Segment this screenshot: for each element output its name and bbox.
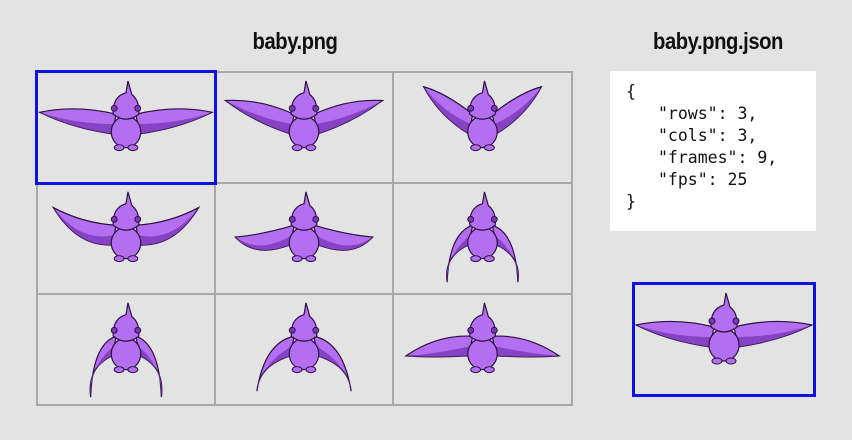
sprite-frame-1[interactable] — [38, 73, 216, 184]
creature-sprite-5 — [234, 191, 374, 263]
creature-sprite-7 — [89, 302, 163, 398]
creature-sprite-3 — [422, 80, 543, 152]
sprite-sheet-grid — [36, 71, 573, 406]
sprite-sheet-title: baby.png — [252, 28, 338, 54]
creature-sprite-6 — [446, 191, 519, 283]
sprite-frame-7[interactable] — [38, 295, 216, 404]
json-line-rows: "rows": 3, — [658, 104, 758, 123]
json-line-cols: "cols": 3, — [658, 126, 758, 145]
json-line-fps: "fps": 25 — [658, 170, 748, 189]
creature-sprite-1 — [38, 80, 214, 152]
sprite-frame-4[interactable] — [38, 184, 216, 295]
creature-sprite-9 — [404, 302, 561, 374]
sprite-frame-8[interactable] — [216, 295, 394, 404]
json-file-title: baby.png.json — [653, 28, 783, 54]
sprite-frame-2[interactable] — [216, 73, 394, 184]
creature-sprite-2 — [223, 80, 385, 152]
json-code-panel: { "rows": 3, "cols": 3, "frames": 9, "fps": … — [610, 71, 816, 231]
sprite-frame-9[interactable] — [394, 295, 571, 404]
json-line-frames: "frames": 9, — [658, 148, 778, 167]
sprite-frame-3[interactable] — [394, 73, 571, 184]
json-close-brace: } — [626, 192, 636, 211]
animation-preview — [632, 282, 816, 397]
creature-sprite-8 — [256, 302, 352, 392]
sprite-frame-5[interactable] — [216, 184, 394, 295]
json-open-brace: { — [626, 82, 636, 101]
sprite-frame-6[interactable] — [394, 184, 571, 295]
preview-creature-sprite — [635, 292, 813, 365]
creature-sprite-4 — [51, 191, 201, 263]
